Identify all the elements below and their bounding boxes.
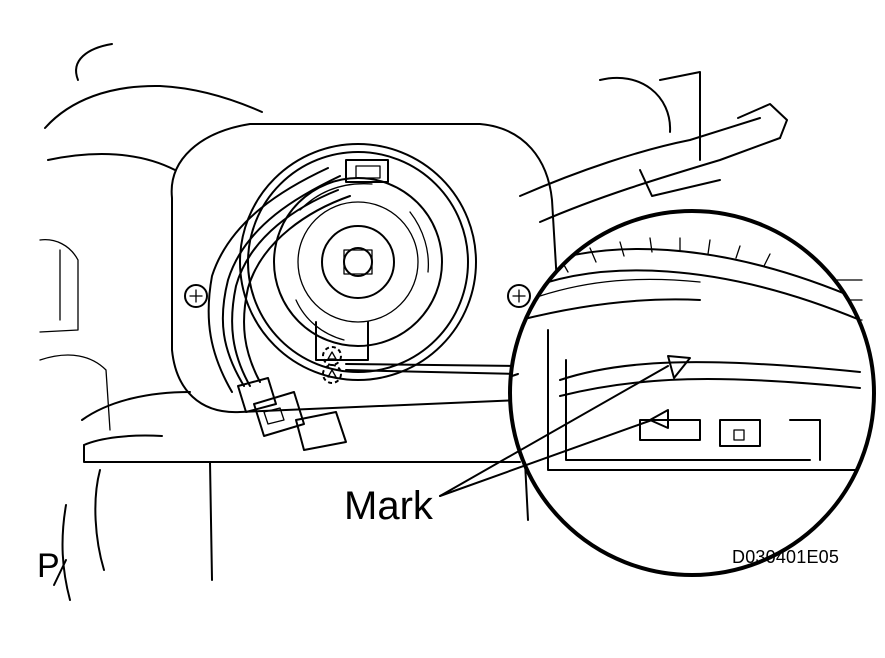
mark-location-indicator bbox=[322, 346, 521, 384]
spiral-cable bbox=[239, 143, 477, 381]
detail-view bbox=[508, 209, 876, 577]
view-label: P bbox=[37, 547, 60, 585]
steering-column-outline bbox=[39, 43, 863, 601]
view-slash bbox=[53, 559, 67, 586]
mark-label: Mark bbox=[344, 484, 433, 528]
wire-harness bbox=[207, 167, 351, 451]
mark-leader-lines bbox=[439, 365, 669, 497]
figure-code: D030401E05 bbox=[732, 547, 840, 567]
column-housing bbox=[170, 123, 560, 414]
